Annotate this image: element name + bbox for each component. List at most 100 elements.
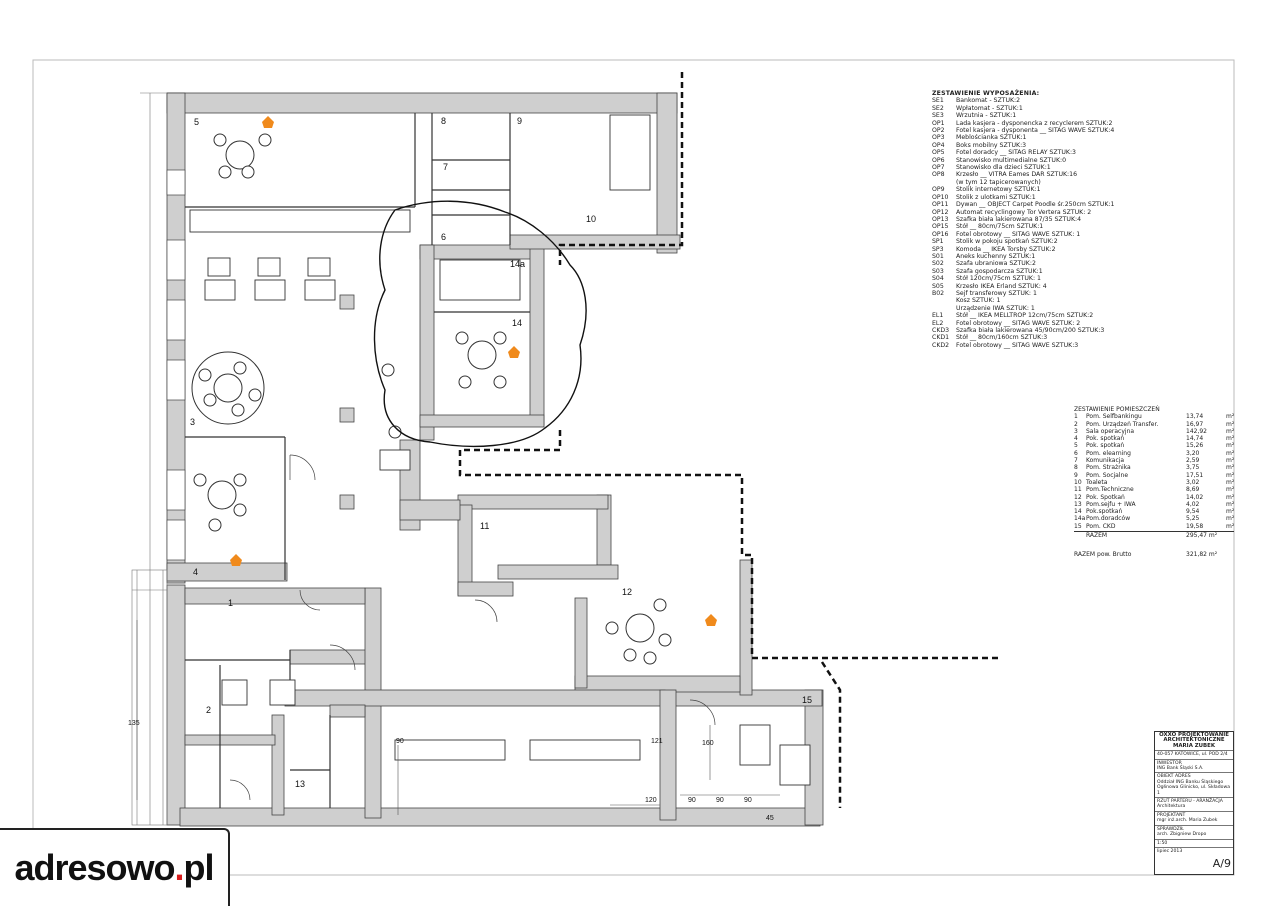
- room-cell: 10: [1074, 478, 1082, 486]
- room-cell: Toaleta: [1086, 478, 1108, 486]
- room-unit: m²: [1226, 515, 1235, 523]
- logo-text: adresowo.pl: [14, 847, 214, 888]
- room-cell: Pom.sejfu + IWA: [1086, 500, 1136, 508]
- equipment-desc: Lada kasjera - dysponencka z recyclerem …: [956, 119, 1113, 127]
- equipment-code: SP1: [932, 238, 944, 246]
- room-label: 3: [190, 417, 196, 427]
- equipment-desc: Fotel kasjera - dysponenta __ SITAG WAVE…: [956, 127, 1115, 135]
- room-label: 6: [441, 232, 447, 242]
- room-unit: m²: [1226, 427, 1235, 435]
- room-cell: 5: [1074, 442, 1078, 450]
- equipment-title: ZESTAWIENIE WYPOSAŻENIA:: [932, 90, 1040, 97]
- room-cell: 13: [1074, 500, 1082, 508]
- room-unit: m²: [1226, 478, 1235, 486]
- room-cell: 7: [1074, 457, 1078, 465]
- room-cell: Pom. Selfbankingu: [1086, 413, 1142, 421]
- room-cell: Pom.Techniczne: [1086, 486, 1134, 494]
- equipment-code: OP10: [932, 193, 949, 201]
- equipment-desc: Fotel obrotowy __ SITAG WAVE SZTUK: 2: [956, 319, 1081, 327]
- room-unit: m²: [1226, 449, 1235, 457]
- columns: [339, 294, 355, 510]
- office-name: OXXO PROJEKTOWANIE ARCHITEKTONICZNE MARI…: [1155, 732, 1233, 752]
- workstations: [189, 114, 811, 786]
- equipment-desc: Fotel obrotowy __ SITAG WAVE SZTUK:3: [956, 341, 1079, 349]
- room-cell: Pok. spotkań: [1086, 442, 1125, 450]
- equipment-code: OP11: [932, 201, 949, 209]
- chairs: [193, 133, 672, 665]
- equipment-desc: Szafka biała lakierowana 87/35 SZTUK:4: [956, 215, 1082, 223]
- room-cell: 2,59: [1186, 457, 1200, 465]
- equipment-code: OP3: [932, 134, 945, 142]
- room-label: 2: [206, 705, 212, 715]
- equipment-code: CKD3: [932, 327, 950, 334]
- total-label: RAZEM: [1086, 532, 1108, 540]
- dimension: 90: [744, 797, 752, 804]
- room-cell: 1: [1074, 413, 1078, 421]
- equipment-desc: (w tym 12 tapicerowanych): [956, 178, 1041, 186]
- equipment-desc: Stół __ 80cm/160cm SZTUK:3: [956, 334, 1048, 342]
- equipment-desc: Stół __ IKEA MELLTROP 12cm/75cm SZTUK:2: [956, 312, 1094, 320]
- equipment-desc: Stolik internetowy SZTUK:1: [956, 186, 1041, 194]
- room-label: 9: [517, 116, 523, 126]
- equipment-code: OP4: [932, 141, 945, 149]
- dimension: 120: [645, 797, 657, 804]
- dimension: 90: [396, 738, 404, 745]
- adresowo-logo[interactable]: adresowo.pl: [0, 828, 230, 906]
- doors: [229, 454, 716, 801]
- room-unit: m²: [1226, 420, 1235, 428]
- sheet-border: [32, 59, 1235, 876]
- equipment-item: Urządzenie IWA SZTUK: 1: [932, 305, 1114, 312]
- dimension: 160: [702, 740, 714, 747]
- equipment-code: S04: [932, 275, 944, 283]
- room-cell: 15: [1074, 522, 1082, 530]
- room-cell: 11: [1074, 486, 1082, 494]
- dimension: 135: [128, 720, 140, 727]
- room-label: 8: [441, 116, 447, 126]
- equipment-desc: Fotel obrotowy __ SITAG WAVE SZTUK: 1: [956, 230, 1081, 238]
- rooms-total: RAZEM 295,47 m²: [1074, 531, 1235, 540]
- dimension: 45: [766, 815, 774, 822]
- room-label: 1: [228, 598, 234, 608]
- equipment-code: OP1: [932, 119, 945, 127]
- room-cell: Sala operacyjna: [1086, 427, 1135, 435]
- room-cell: 14,74: [1186, 435, 1204, 443]
- room-label: 15: [802, 695, 813, 705]
- equipment-desc: Automat recyclingowy Tor Vertera SZTUK: …: [956, 208, 1092, 216]
- room-cell: 3: [1074, 427, 1078, 435]
- equipment-desc: Stanowisko multimedialne SZTUK:0: [956, 156, 1067, 164]
- equipment-desc: Komoda __ IKEA Torsby SZTUK:2: [956, 245, 1056, 253]
- room-cell: 14,02: [1186, 493, 1204, 501]
- equipment-code: EL1: [932, 312, 944, 320]
- office-address: 40-057 KATOWICE, ul. POD 2/4: [1155, 751, 1233, 760]
- room-label: 10: [586, 214, 597, 224]
- room-unit: m²: [1226, 508, 1235, 516]
- room-unit: m²: [1226, 522, 1235, 530]
- equipment-code: CKD1: [932, 334, 950, 342]
